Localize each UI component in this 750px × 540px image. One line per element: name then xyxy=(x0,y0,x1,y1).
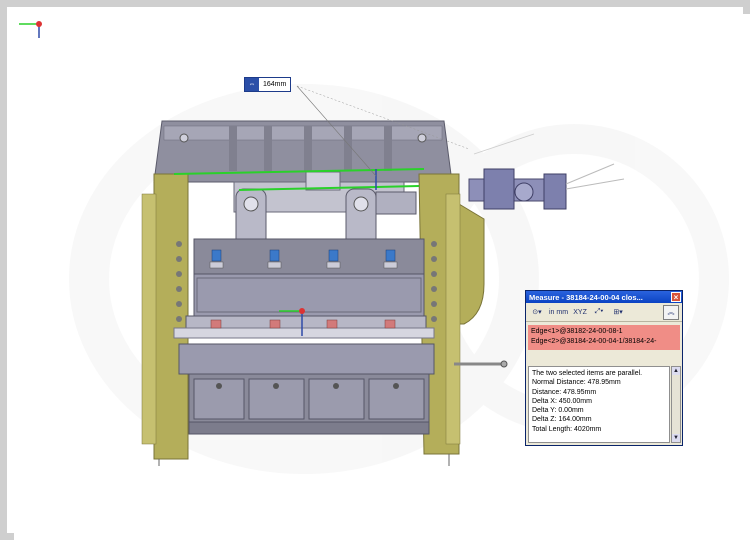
close-icon[interactable]: × xyxy=(671,292,681,302)
selection-item[interactable]: Edge<1>@38182-24-00-08-1 xyxy=(531,328,623,335)
result-line: Distance: 478.95mm xyxy=(532,388,597,396)
result-line: Total Length: 4020mm xyxy=(532,425,602,433)
selection-item[interactable]: Edge<2>@38184-24-00-04-1/38184-24- xyxy=(531,338,657,345)
press-ram xyxy=(173,238,435,339)
arc-circle-measure-icon[interactable]: ⊙▾ xyxy=(532,309,542,316)
measure-results: The two selected items are parallel. Nor… xyxy=(528,366,670,443)
selection-list[interactable]: Edge<1>@38182-24-00-08-1 Edge<2>@38184-2… xyxy=(528,325,680,350)
coordinate-system-icon[interactable]: ⊞▾ xyxy=(613,309,623,316)
hydraulic-fittings xyxy=(209,249,398,329)
lower-bed xyxy=(178,343,508,435)
scroll-up-icon[interactable]: ▲ xyxy=(672,367,680,375)
result-line: Delta Z: 164.00mm xyxy=(532,416,592,424)
collapse-up-icon[interactable]: ︽ xyxy=(663,304,679,320)
center-triad xyxy=(279,308,305,336)
dimension-value: 164mm xyxy=(263,81,287,88)
measure-toolbar: ⊙▾ in mm XYZ ⤢▾ ⊞▾ ︽ xyxy=(526,303,682,322)
dimension-icon: ⇔ xyxy=(245,78,259,91)
measure-window[interactable]: Measure - 38184-24-00-04 clos... × ⊙▾ in… xyxy=(525,290,683,446)
left-side-frame xyxy=(141,173,189,466)
result-line: The two selected items are parallel. xyxy=(532,370,643,377)
selected-edges xyxy=(173,85,470,191)
xyz-measure-button[interactable]: XYZ xyxy=(573,308,587,316)
point-to-point-icon[interactable]: ⤢▾ xyxy=(594,308,604,315)
coordinate-triad-icon xyxy=(19,21,42,38)
measure-titlebar[interactable]: Measure - 38184-24-00-04 clos... × xyxy=(526,291,682,303)
dimension-callout[interactable]: ⇔ 164mm xyxy=(244,77,292,92)
graphics-viewport[interactable]: ⇔ 164mm Measure - 38184-24-00-04 clos...… xyxy=(14,14,750,540)
result-line: Delta X: 450.00mm xyxy=(532,397,592,405)
units-button[interactable]: in mm xyxy=(549,308,569,316)
scroll-down-icon[interactable]: ▼ xyxy=(672,434,680,442)
top-beam xyxy=(153,120,453,183)
motor-assembly xyxy=(468,133,625,210)
machine-model xyxy=(69,84,729,474)
result-line: Delta Y: 0.00mm xyxy=(532,407,584,415)
right-side-frame xyxy=(418,173,485,466)
results-scrollbar[interactable]: ▲ ▼ xyxy=(671,366,681,443)
result-line: Normal Distance: 478.95mm xyxy=(532,379,621,387)
measure-title: Measure - 38184-24-00-04 clos... xyxy=(529,292,643,302)
